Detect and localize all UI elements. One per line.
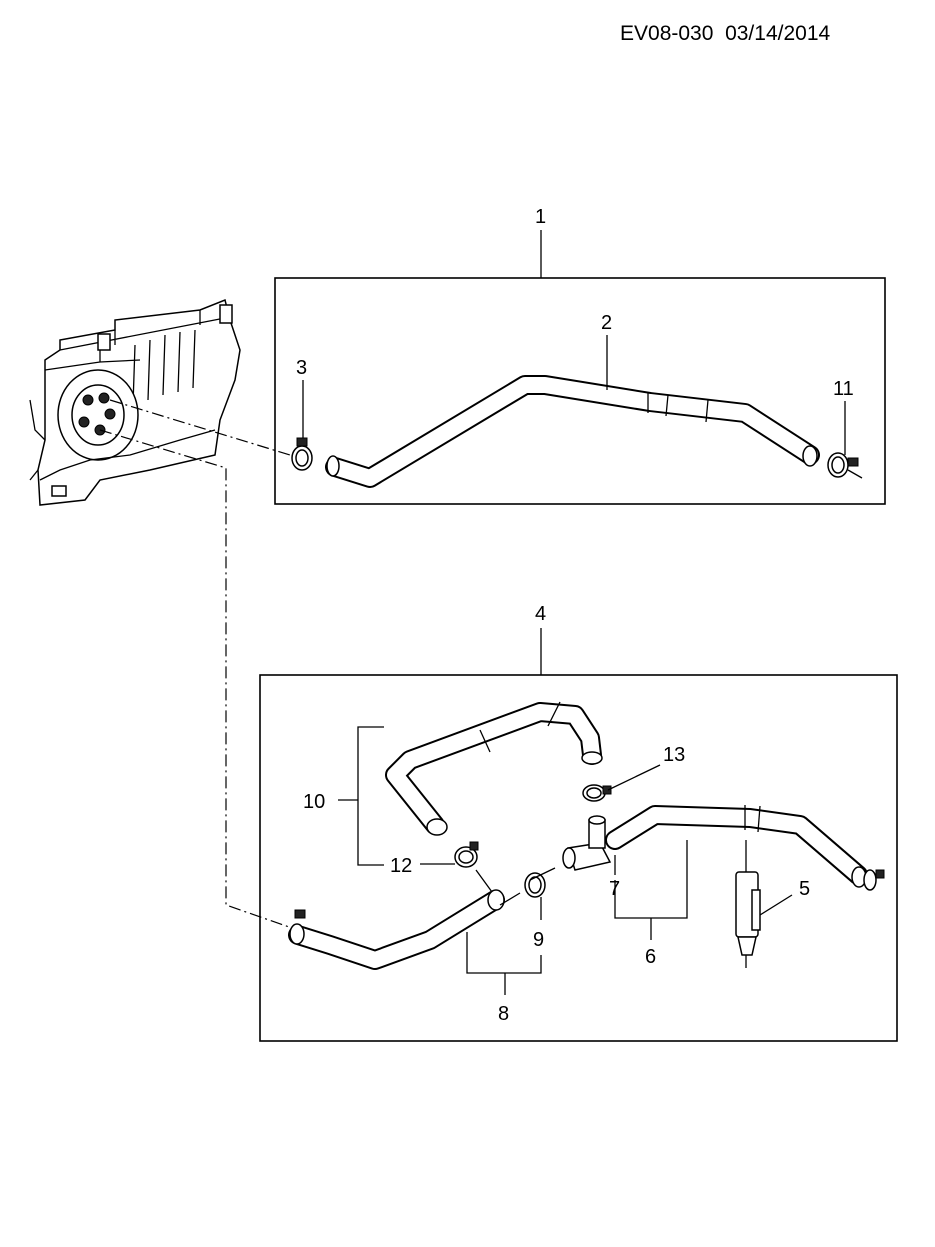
assembly-4-box xyxy=(259,674,898,1042)
callout-3: 3 xyxy=(296,357,307,379)
clamp-13 xyxy=(582,764,661,802)
clamp-9 xyxy=(499,872,546,920)
drawing-date: 03/14/2014 xyxy=(725,22,831,45)
clamp-12 xyxy=(420,841,493,893)
callout-5: 5 xyxy=(799,878,810,900)
callout-2: 2 xyxy=(601,312,612,334)
diagram-header: EV08-030 03/14/2014 xyxy=(620,22,830,46)
callout-6: 6 xyxy=(645,946,656,968)
clamp-8-end xyxy=(289,909,306,945)
callout-13: 13 xyxy=(663,744,685,766)
heater-housing xyxy=(29,298,241,506)
leader-line-lower xyxy=(99,429,293,929)
leader-line-upper xyxy=(109,399,291,456)
tee-fitting-7 xyxy=(529,815,616,881)
clamp-6-end xyxy=(863,869,885,891)
callout-1: 1 xyxy=(535,206,546,228)
hose-8 xyxy=(288,889,505,970)
callout-8: 8 xyxy=(498,1003,509,1025)
callout-7: 7 xyxy=(609,878,620,900)
callout-10: 10 xyxy=(303,791,325,813)
callout-9: 9 xyxy=(533,929,544,951)
callout-11: 11 xyxy=(833,378,854,400)
clamp-3 xyxy=(291,380,313,471)
hose-6 xyxy=(605,805,868,888)
hose-10 xyxy=(385,701,603,836)
callout-12: 12 xyxy=(390,855,412,877)
drawing-code: EV08-030 xyxy=(620,22,714,45)
callout-4: 4 xyxy=(535,603,546,625)
assembly-1-box xyxy=(274,277,886,505)
hose-2 xyxy=(325,375,820,488)
valve-5 xyxy=(735,840,793,968)
clamp-11 xyxy=(827,401,863,479)
